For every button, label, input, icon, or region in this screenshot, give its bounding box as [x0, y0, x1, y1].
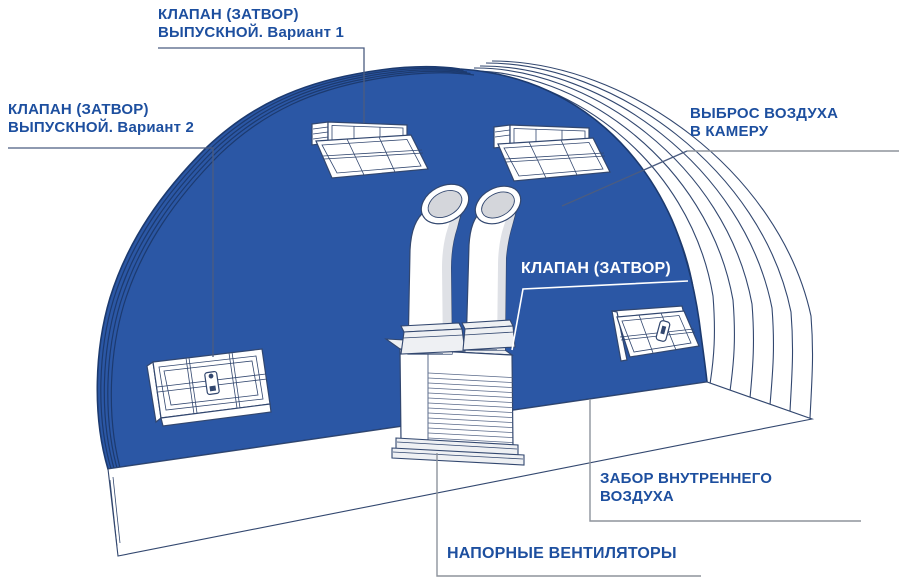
fan-unit [384, 183, 525, 466]
label-air-intake: ЗАБОР ВНУТРЕННЕГО ВОЗДУХА [600, 470, 772, 507]
label-exhaust-valve-variant1: КЛАПАН (ЗАТВОР) ВЫПУСКНОЙ. Вариант 1 [158, 6, 344, 43]
label-line: КЛАПАН (ЗАТВОР) [158, 6, 299, 23]
label-line: КЛАПАН (ЗАТВОР) [521, 260, 671, 277]
fan-unit-grille [428, 372, 513, 443]
leader-pressure-fans [436, 453, 701, 577]
label-line: ВЫПУСКНОЙ. Вариант 2 [8, 119, 195, 137]
label-air-discharge: ВЫБРОС ВОЗДУХА В КАМЕРУ [690, 105, 838, 142]
label-line: НАПОРНЫЕ ВЕНТИЛЯТОРЫ [447, 545, 677, 562]
label-line: В КАМЕРУ [690, 123, 769, 141]
leader-air-discharge [561, 150, 688, 207]
fan-unit-front [399, 348, 514, 448]
duct-right [465, 185, 522, 351]
leader-variant1 [158, 47, 365, 123]
fan-unit-skid [391, 447, 525, 466]
label-line: ВОЗДУХА [600, 488, 674, 506]
valve-latch [204, 370, 220, 396]
label-pressure-fans: НАПОРНЫЕ ВЕНТИЛЯТОРЫ [447, 544, 677, 564]
leader-valve-shutter [511, 280, 689, 351]
label-line: ЗАБОР ВНУТРЕННЕГО [600, 470, 773, 487]
exhaust-valve-variant2 [146, 348, 272, 427]
valve-handle [655, 320, 671, 342]
exhaust-valve-upper-right [493, 124, 611, 182]
label-line: ВЫПУСКНОЙ. Вариант 1 [158, 24, 345, 42]
label-line: КЛАПАН (ЗАТВОР) [8, 101, 149, 118]
leader-air-intake [589, 399, 861, 522]
shutter-valve-right [611, 305, 700, 362]
duct-left [407, 183, 470, 355]
duct-collars [400, 319, 516, 355]
label-line: ВЫБРОС ВОЗДУХА [690, 105, 839, 122]
label-exhaust-valve-variant2: КЛАПАН (ЗАТВОР) ВЫПУСКНОЙ. Вариант 2 [8, 101, 194, 138]
exhaust-valve-variant1 [311, 121, 429, 179]
leader-lines [8, 47, 899, 577]
leader-variant2 [8, 147, 214, 357]
label-valve-shutter: КЛАПАН (ЗАТВОР) [521, 259, 671, 279]
